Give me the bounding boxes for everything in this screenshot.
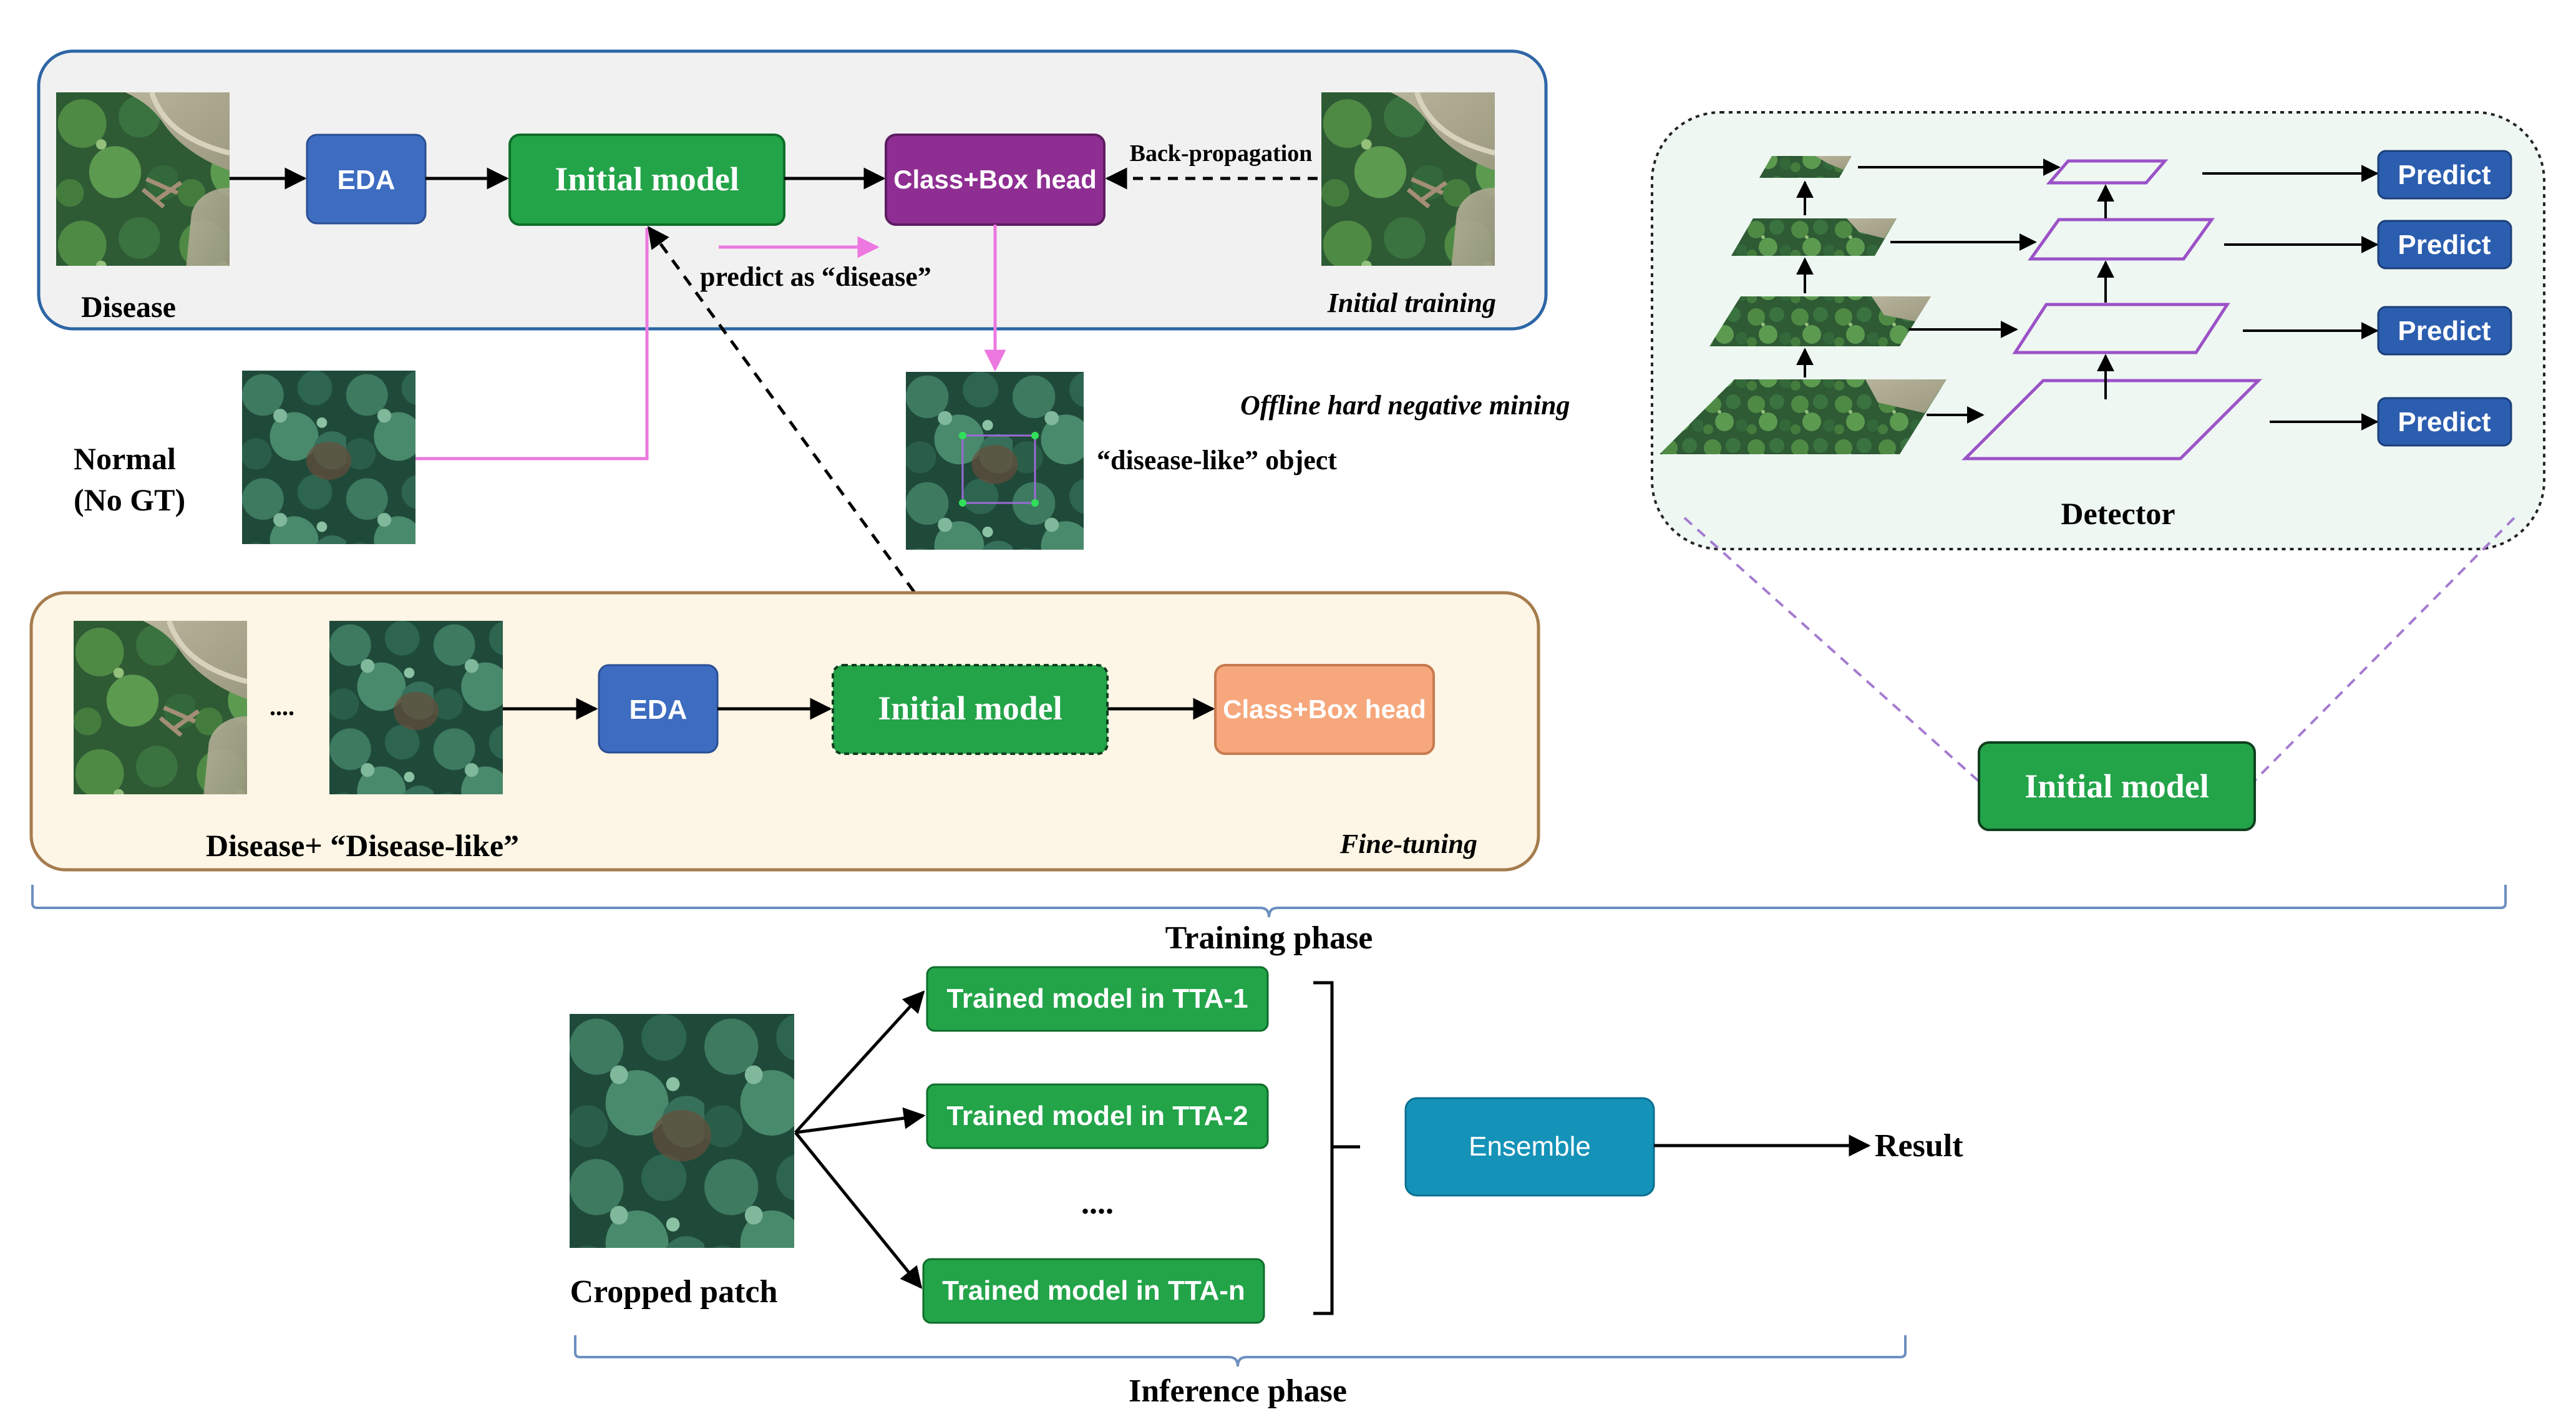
tta-model-label-1: Trained model in TTA-1 (946, 983, 1248, 1014)
bbox-corner-tr (1031, 432, 1039, 439)
pyramid-level-3-image (1709, 296, 1931, 346)
feature-map-4 (1961, 379, 2263, 460)
predict-label-4: Predict (2398, 407, 2491, 437)
disease-image (56, 92, 230, 266)
eda-label: EDA (338, 165, 396, 195)
normal-image (242, 371, 416, 544)
finetune-disease-like-image (329, 621, 503, 794)
predict-as-disease-label: predict as “disease” (700, 261, 931, 292)
inference-phase-label: Inference phase (1129, 1373, 1347, 1409)
tta-model-box-n (922, 1258, 1265, 1324)
initial-model-label: Initial model (555, 160, 739, 198)
inference-phase-brace (574, 1335, 1907, 1367)
tta-model-box-2 (926, 1083, 1269, 1149)
pyramid-level-4-image (1660, 379, 1947, 454)
normal-label-line2: (No GT) (74, 482, 185, 517)
bbox-corner-tl (959, 432, 966, 439)
patch-to-tta1-arrow (794, 990, 925, 1134)
predict-box-4 (2377, 397, 2512, 447)
training-phase-label: Training phase (1165, 920, 1373, 956)
disease-like-image (906, 372, 1084, 550)
training-phase-brace (31, 885, 2507, 918)
finetune-disease-image (74, 621, 247, 794)
initial-training-label: Initial training (1327, 288, 1496, 318)
finetune-class-box-head (1214, 664, 1435, 755)
finetune-images-label: Disease+ “Disease-like” (206, 828, 519, 863)
predict-box-3 (2377, 306, 2512, 356)
detector-initial-model-label: Initial model (2024, 767, 2209, 805)
initial-training-image (1321, 92, 1495, 266)
pyramid-images (1660, 156, 1947, 454)
result-label: Result (1875, 1128, 1963, 1164)
tta-model-label-2: Trained model in TTA-2 (946, 1101, 1248, 1131)
pyramid-level-4-ground (1865, 379, 1947, 413)
fine-tuning-label: Fine-tuning (1339, 829, 1477, 859)
pyramid-level-2-ground (1847, 218, 1897, 238)
pyramid-level-3-ground (1872, 296, 1931, 321)
predict-label-3: Predict (2398, 316, 2491, 346)
tta-model-box-1 (926, 966, 1269, 1032)
zoom-line-right (2251, 517, 2515, 784)
cropped-patch-image (570, 1014, 794, 1248)
backprop-label: Back-propagation (1130, 140, 1313, 167)
offline-mining-title: Offline hard negative mining (1240, 390, 1570, 421)
ensemble-label: Ensemble (1469, 1131, 1591, 1162)
tta-group-brace (1313, 981, 1360, 1315)
tta-ellipsis: .... (1081, 1186, 1114, 1221)
predict-box-2 (2377, 220, 2512, 270)
normal-label-line1: Normal (74, 441, 176, 476)
predict-label-2: Predict (2398, 230, 2491, 260)
tta-model-label-n: Trained model in TTA-n (942, 1275, 1245, 1306)
cropped-patch-label: Cropped patch (570, 1274, 778, 1310)
predict-label-1: Predict (2398, 160, 2491, 190)
feature-map-3 (2012, 303, 2230, 354)
patch-to-ttan-arrow (794, 1131, 923, 1289)
zoom-line-left (1683, 517, 1982, 784)
finetune-initial-model-box (832, 664, 1109, 755)
finetune-eda-label: EDA (629, 694, 688, 725)
feature-map-2 (2028, 218, 2215, 261)
pink-path-normal-to-model (415, 228, 649, 460)
patch-to-tta2-arrow (795, 1107, 926, 1134)
predict-box-1 (2377, 150, 2512, 200)
bbox-corner-br (1031, 499, 1039, 507)
detector-initial-model-box (1978, 741, 2256, 831)
pyramid-level-1-ground (1815, 156, 1852, 170)
finetune-class-box-head-label: Class+Box head (1223, 694, 1426, 724)
finetune-ellipsis: .... (270, 693, 294, 721)
bbox-corner-bl (959, 499, 966, 507)
finetune-initial-model-label: Initial model (878, 689, 1062, 727)
disease-like-bbox (961, 434, 1036, 504)
detector-title: Detector (2061, 496, 2175, 531)
disease-like-object-label: “disease-like” object (1097, 445, 1337, 475)
class-box-head-label: Class+Box head (893, 165, 1097, 194)
disease-image-label: Disease (81, 291, 176, 324)
